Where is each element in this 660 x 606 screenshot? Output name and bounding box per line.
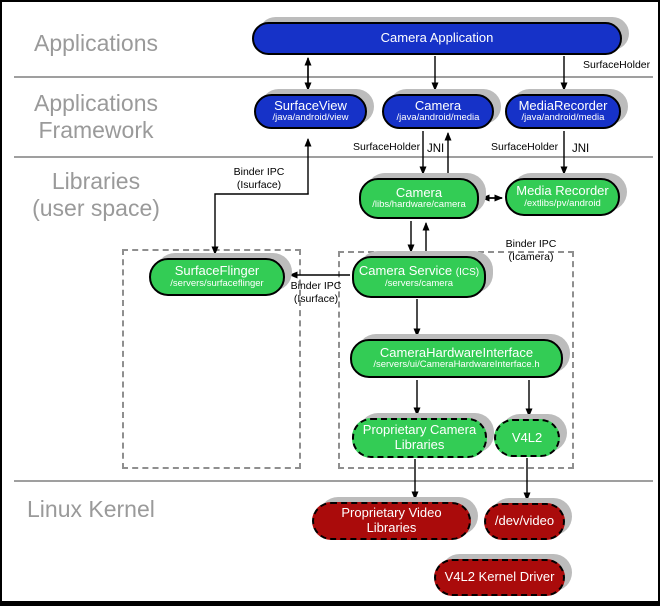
node-v4l2-kernel-driver: V4L2 Kernel Driver [434,559,565,596]
node-mediarecorder-framework: MediaRecorder /java/android/media [505,94,621,129]
node-camera-service-path: /servers/camera [384,277,454,289]
layer-label-libraries-line2: (user space) [32,195,160,222]
label-jni-media: JNI [572,143,590,155]
label-binder-ipc-icamera-line2: (Icamera) [508,251,554,264]
label-binder-ipc-mid-line2: (Isurface) [293,293,339,306]
node-camera-service-title-text: Camera Service [358,263,453,279]
layer-divider-1 [14,76,653,78]
node-proprietary-camera-libraries: Proprietary Camera Libraries [352,418,487,458]
node-dev-video: /dev/video [484,503,565,540]
layer-label-kernel-text: Linux Kernel [27,496,155,522]
layer-label-framework-line1: Applications [33,90,159,116]
layer-label-kernel: Linux Kernel [27,496,195,523]
layer-label-applications-text: Applications [33,30,159,56]
node-camera-framework-path: /java/android/media [396,112,480,124]
layer-label-libraries: Libraries (user space) [12,168,180,222]
label-jni-camera: JNI [427,143,445,155]
node-chi-path: /servers/ui/CameraHardwareInterface.h [373,359,540,371]
node-camera-framework: Camera /java/android/media [382,94,494,129]
node-camera-service-title: Camera Service (ICS) [359,264,479,279]
node-camera-hardware-interface: CameraHardwareInterface /servers/ui/Came… [350,339,563,378]
layer-label-applications: Applications [12,30,180,57]
label-binder-ipc-isurface-left: Binder IPC (Isurface) [218,166,300,192]
label-surfaceholder-media: SurfaceHolder [491,141,559,153]
node-surfaceview-title: SurfaceView [274,97,347,113]
label-surfaceholder-camera: SurfaceHolder [353,141,421,153]
layer-label-framework: Applications Framework [12,90,180,144]
layer-divider-2 [14,156,653,158]
node-mediarecorder-framework-path: /java/android/media [521,112,605,124]
node-v4l2-kernel-driver-title: V4L2 Kernel Driver [444,569,555,585]
node-camera-lib: Camera /libs/hardware/camera [359,178,479,219]
node-v4l2: V4L2 [494,419,560,457]
node-surfaceflinger-path: /servers/surfaceflinger [170,277,264,289]
edge-elbow-down-surfaceflinger [211,193,309,255]
node-surfaceflinger: SurfaceFlinger /servers/surfaceflinger [149,258,285,296]
label-surfaceholder-top: SurfaceHolder [583,59,651,71]
node-surfaceview: SurfaceView /java/android/view [254,94,367,129]
node-chi-title: CameraHardwareInterface [379,344,534,360]
node-camera-service-title-small: (ICS) [455,267,480,279]
node-mediarecorder-lib-title: Media Recorder [516,183,609,199]
node-pvl-title: Proprietary Video Libraries [341,505,442,535]
node-mediarecorder-lib-path: /extlibs/pv/android [524,197,601,209]
label-binder-ipc-mid-line1: Binder IPC [290,280,342,292]
label-binder-ipc-icamera-line1: Binder IPC [505,238,557,250]
node-mediarecorder-framework-title: MediaRecorder [518,97,608,113]
layer-divider-3 [14,480,653,482]
label-binder-ipc-left-line1: Binder IPC [233,166,285,178]
node-v4l2-title: V4L2 [511,429,543,445]
node-proprietary-video-libraries: Proprietary Video Libraries [312,502,471,540]
node-mediarecorder-lib: Media Recorder /extlibs/pv/android [505,178,620,216]
node-camera-lib-path: /libs/hardware/camera [372,199,466,211]
node-pcl-title: Proprietary Camera Libraries [362,422,477,452]
label-binder-ipc-left-line2: (Isurface) [236,179,282,192]
node-camera-framework-title: Camera [414,97,462,113]
label-binder-ipc-icamera: Binder IPC (Icamera) [495,238,567,264]
node-surfaceview-path: /java/android/view [272,112,349,124]
label-binder-ipc-isurface-mid: Binder IPC (Isurface) [284,280,348,306]
layer-label-libraries-line1: Libraries [51,168,141,194]
node-camera-service: Camera Service (ICS) /servers/camera [352,256,486,298]
node-surfaceflinger-title: SurfaceFlinger [174,263,260,279]
node-camera-application-title: Camera Application [380,30,494,46]
camera-service-process-group [338,251,574,469]
node-camera-application: Camera Application [252,22,622,55]
node-dev-video-title: /dev/video [494,513,555,529]
layer-label-framework-line2: Framework [38,117,154,144]
node-camera-lib-title: Camera [395,184,443,200]
